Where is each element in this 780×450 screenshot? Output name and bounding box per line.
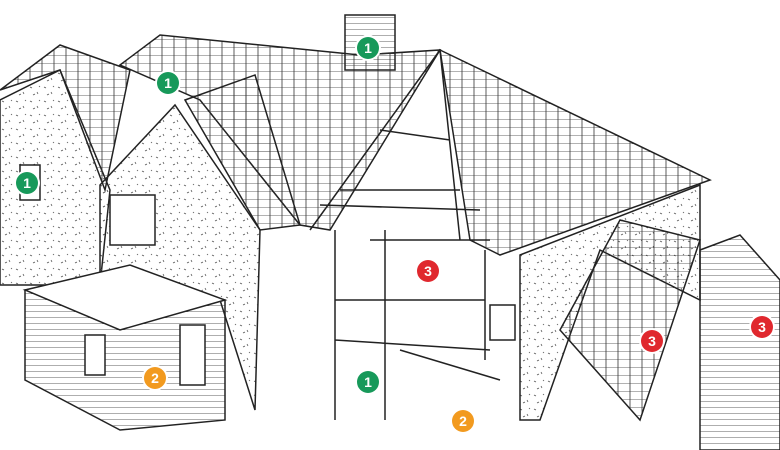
cutaway-rooms: [334, 230, 501, 420]
side-cladding: [699, 234, 780, 450]
front-gable-roof: [183, 74, 301, 231]
left-roof: [0, 44, 131, 193]
window: [109, 194, 156, 246]
badge-1-window: 1: [16, 172, 38, 194]
badge-1-chimney: 1: [357, 37, 379, 59]
garage-roof: [22, 264, 228, 331]
badge-1-ground-floor: 1: [357, 371, 379, 393]
badge-3-upper-floor: 3: [417, 260, 439, 282]
badge-2-boiler: 2: [452, 410, 474, 432]
badge-3-side-wall: 3: [751, 316, 773, 338]
badge-2-garage: 2: [144, 367, 166, 389]
extension-roof: [559, 219, 701, 422]
badge-1-roof: 1: [157, 72, 179, 94]
roof-trusses: [309, 49, 490, 241]
badge-3-extension-roof: 3: [641, 330, 663, 352]
hip-roof: [439, 48, 712, 256]
